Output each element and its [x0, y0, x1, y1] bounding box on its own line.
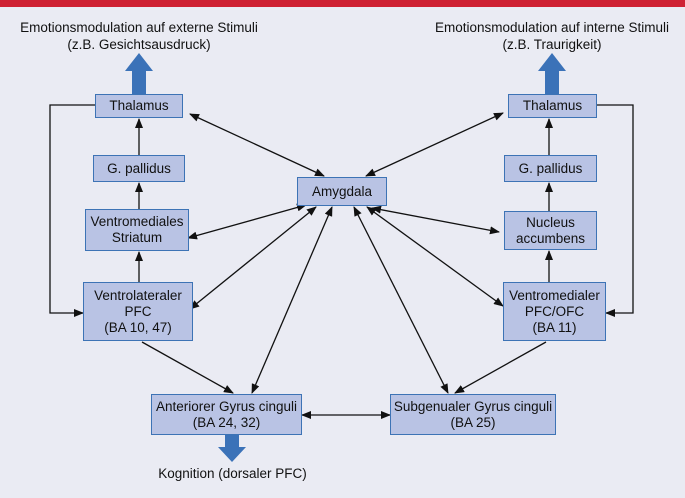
edge-thalamus-vlpfc-loop [49, 104, 95, 317]
node-label: Thalamus [109, 98, 169, 113]
node-label: G. pallidus [518, 160, 583, 176]
node-label: (BA 24, 32) [192, 414, 261, 430]
node-label: Nucleus [526, 214, 575, 230]
node-striatum: Ventromediales Striatum [85, 209, 189, 251]
output-arrow-right-icon [538, 53, 566, 96]
output-arrow-left-icon [125, 53, 153, 96]
top-accent-bar [0, 0, 685, 7]
node-label: PFC/OFC [524, 303, 585, 319]
edge-vmpfc-sgacc [454, 341, 547, 394]
node-label: (BA 10, 47) [104, 319, 172, 335]
node-vmpfc: Ventromedialer PFC/OFC (BA 11) [503, 282, 606, 341]
right-output-subtitle: (z.B. Traurigkeit) [502, 37, 602, 52]
edge-amygdala-sgacc [353, 206, 449, 394]
node-label: Ventrolateraler [94, 287, 182, 303]
edge-amygdala-thalamus-right [365, 112, 504, 177]
node-amygdala: Amygdala [297, 177, 387, 206]
node-label: PFC [124, 303, 152, 319]
node-pallidus-left: G. pallidus [93, 155, 185, 182]
node-label: (BA 11) [532, 319, 577, 335]
node-thalamus-right: Thalamus [508, 94, 597, 118]
edge-amygdala-acc [251, 206, 333, 394]
left-output-title: Emotionsmodulation auf externe Stimuli [20, 20, 258, 35]
node-sgacc: Subgenualer Gyrus cinguli (BA 25) [390, 394, 556, 435]
left-output-subtitle: (z.B. Gesichtsausdruck) [67, 37, 211, 52]
node-accumbens: Nucleus accumbens [504, 211, 597, 250]
node-label: (BA 25) [450, 414, 496, 430]
bottom-output-caption: Kognition (dorsaler PFC) [158, 466, 307, 481]
edge-thalamus-vmpfc-loop [597, 104, 634, 317]
node-vlpfc: Ventrolateraler PFC (BA 10, 47) [83, 282, 193, 341]
edge-amygdala-striatum [187, 203, 307, 240]
edge-amygdala-accumbens [371, 205, 500, 235]
node-label: Ventromedialer [509, 287, 600, 303]
node-label: Ventromediales [90, 214, 184, 229]
edge-amygdala-vmpfc [366, 206, 504, 307]
right-output-title: Emotionsmodulation auf interne Stimuli [434, 20, 670, 35]
edge-vlpfc-acc [141, 341, 234, 394]
node-label: G. pallidus [107, 160, 171, 176]
node-label: Anteriorer Gyrus cinguli [155, 398, 298, 414]
node-acc: Anteriorer Gyrus cinguli (BA 24, 32) [151, 394, 302, 435]
edge-amygdala-vlpfc [189, 206, 317, 310]
edge-amygdala-thalamus-left [189, 113, 325, 177]
node-thalamus-left: Thalamus [95, 94, 183, 118]
node-label: Striatum [111, 230, 163, 245]
output-arrow-bottom-icon [218, 435, 246, 462]
node-label: Amygdala [311, 183, 373, 199]
left-output-caption: Emotionsmodulation auf externe Stimuli (… [0, 19, 278, 53]
node-pallidus-right: G. pallidus [504, 155, 597, 182]
node-label: Subgenualer Gyrus cinguli [393, 398, 553, 414]
right-output-caption: Emotionsmodulation auf interne Stimuli (… [412, 19, 685, 53]
node-label: Thalamus [522, 98, 583, 113]
node-label: accumbens [515, 230, 586, 246]
